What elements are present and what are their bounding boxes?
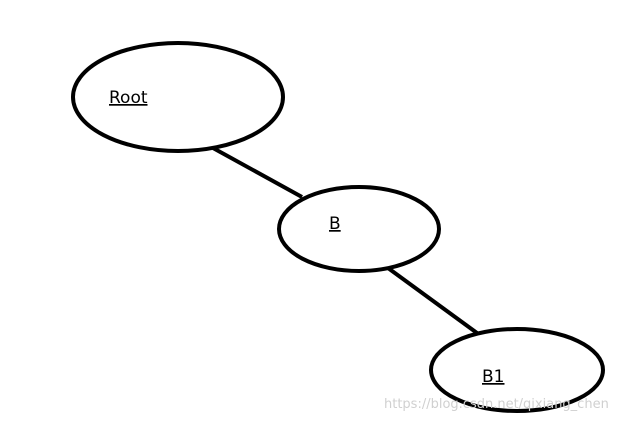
node-root-label: Root: [109, 88, 148, 108]
watermark-text: https://blog.csdn.net/qixiang_chen: [384, 397, 609, 412]
edge-root-b: [212, 146, 303, 199]
node-b1-label: B1: [482, 367, 504, 387]
node-b-label: B: [329, 214, 341, 234]
edge-b-b1: [386, 266, 479, 335]
node-b1-shape: [429, 327, 605, 413]
node-b-shape: [277, 185, 441, 273]
node-b: B: [277, 185, 441, 273]
node-root: Root: [71, 41, 285, 153]
node-root-shape: [71, 41, 285, 153]
node-b1: B1: [429, 327, 605, 413]
